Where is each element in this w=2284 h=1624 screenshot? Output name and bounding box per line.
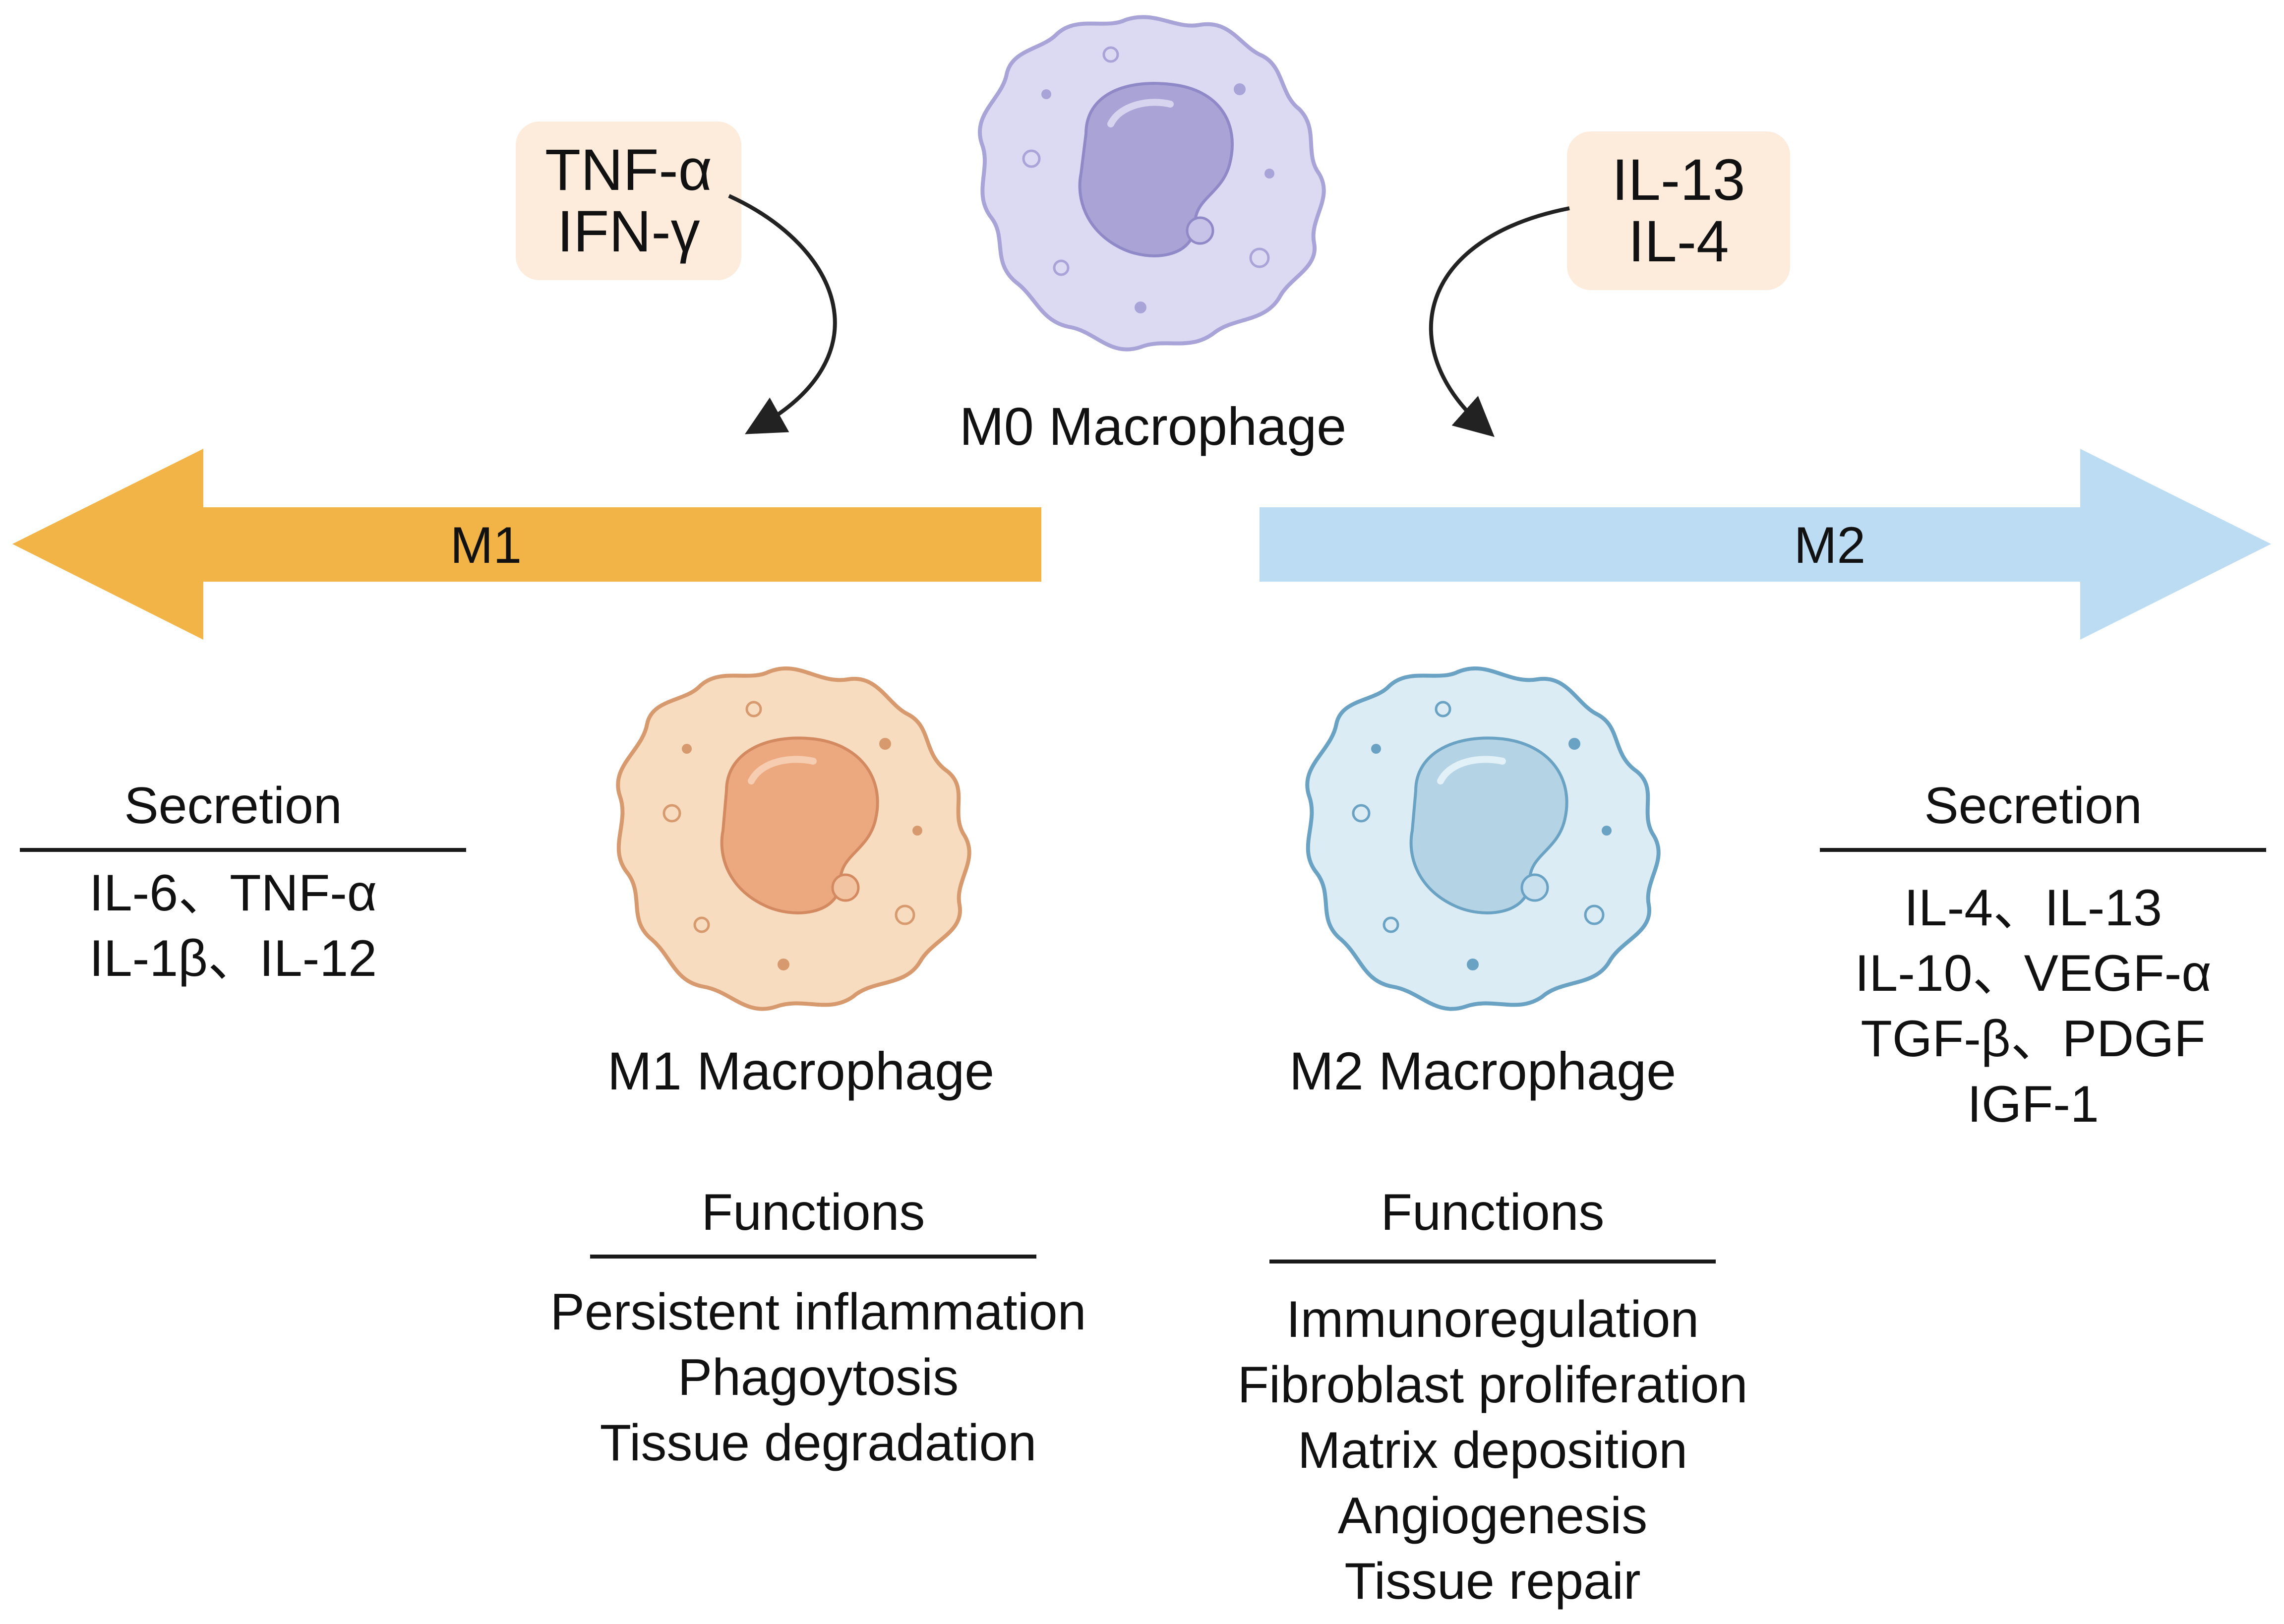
m2-stimulus-item: IL-4 xyxy=(1628,209,1729,274)
m1-curved-arrow xyxy=(728,194,837,434)
m1-arrow-label: M1 xyxy=(450,517,522,574)
m2-macrophage-icon xyxy=(1305,666,1661,1011)
m2-secretion-list: IL-4、IL-13 IL-10、VEGF-α TGF-β、PDGF IGF-1 xyxy=(1815,875,2251,1137)
m0-macrophage-icon xyxy=(977,15,1326,352)
list-item: Phagoytosis xyxy=(677,1349,959,1406)
m2-secretion-divider xyxy=(1820,848,2266,852)
list-item: Tissue repair xyxy=(1344,1553,1641,1610)
list-item: IGF-1 xyxy=(1967,1076,2099,1133)
m1-functions-divider xyxy=(590,1255,1036,1259)
m2-functions-list: Immunoregulation Fibroblast proliferatio… xyxy=(1165,1287,1820,1614)
m2-direction-arrow xyxy=(1260,449,2271,640)
m1-secretion-heading: Secretion xyxy=(124,777,342,835)
list-item: IL-10、VEGF-α xyxy=(1855,945,2212,1002)
m1-functions-list: Persistent inflammation Phagoytosis Tiss… xyxy=(496,1279,1141,1476)
m2-secretion-heading: Secretion xyxy=(1924,777,2142,835)
list-item: Matrix deposition xyxy=(1297,1422,1688,1479)
m0-macrophage-label: M0 Macrophage xyxy=(959,396,1347,456)
m2-arrow-label: M2 xyxy=(1794,517,1866,574)
list-item: IL-1β、IL-12 xyxy=(89,930,377,987)
list-item: Tissue degradation xyxy=(600,1414,1037,1472)
m2-curved-arrow xyxy=(1429,206,1570,437)
m2-functions-heading: Functions xyxy=(1381,1184,1605,1241)
m1-direction-arrow xyxy=(12,449,1041,640)
m2-stimulus-box: IL-13 IL-4 xyxy=(1567,131,1790,290)
stimulus-arrows xyxy=(728,194,1570,437)
m1-stimulus-item: TNF-α xyxy=(545,137,712,203)
m2-functions-divider xyxy=(1269,1260,1716,1263)
m1-functions-heading: Functions xyxy=(701,1184,925,1241)
m1-stimulus-box: TNF-α IFN-γ xyxy=(516,121,741,280)
m2-macrophage-label: M2 Macrophage xyxy=(1289,1041,1677,1101)
m1-macrophage-icon xyxy=(616,666,971,1011)
polarization-arrows xyxy=(12,449,2271,640)
m2-stimulus-item: IL-13 xyxy=(1612,147,1745,213)
list-item: Immunoregulation xyxy=(1286,1291,1699,1348)
list-item: IL-6、TNF-α xyxy=(89,864,377,922)
m1-secretion-divider xyxy=(20,848,466,852)
m1-macrophage-label: M1 Macrophage xyxy=(607,1041,995,1101)
list-item: TGF-β、PDGF xyxy=(1861,1010,2206,1068)
m1-stimulus-item: IFN-γ xyxy=(557,199,700,264)
list-item: Fibroblast proliferation xyxy=(1237,1356,1748,1414)
m1-secretion-list: IL-6、TNF-α IL-1β、IL-12 xyxy=(20,860,446,991)
list-item: Persistent inflammation xyxy=(550,1283,1086,1341)
list-item: IL-4、IL-13 xyxy=(1904,879,2163,937)
list-item: Angiogenesis xyxy=(1337,1487,1648,1545)
